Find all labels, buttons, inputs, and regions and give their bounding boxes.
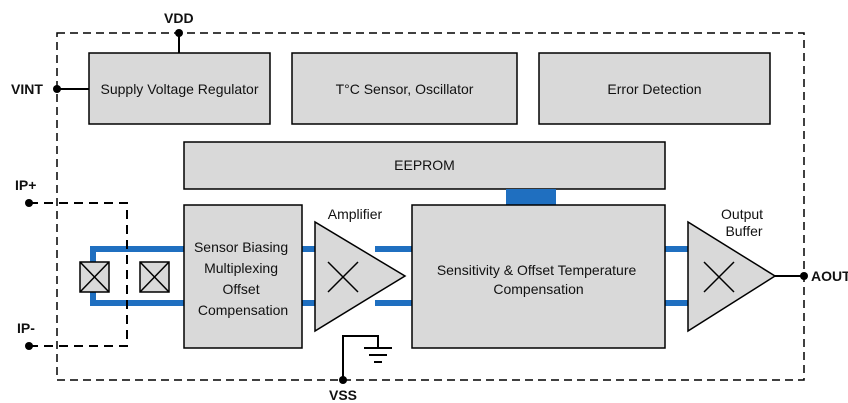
- sensitivity-block: [411, 204, 666, 349]
- aout-pin-dot: [800, 272, 808, 280]
- vdd-pin-dot: [175, 29, 183, 37]
- vss-pin-label: VSS: [329, 387, 357, 403]
- ip-minus-pin-dot: [25, 342, 33, 350]
- vss-wire: [342, 335, 379, 380]
- ip-plus-pin-dot: [25, 199, 33, 207]
- sensor-biasing-block: [183, 204, 303, 349]
- hall-sensor-left: [79, 261, 110, 293]
- amplifier-symbol: [314, 220, 407, 333]
- vss-pin-dot: [339, 376, 347, 384]
- signal-bus: [90, 246, 688, 306]
- ip-plus-pin-label: IP+: [15, 177, 36, 193]
- temp-sensor-block: [291, 52, 518, 125]
- supply-regulator-block: [88, 52, 271, 125]
- ip-primary-path: [29, 202, 128, 347]
- output-buffer-cross-b: [703, 261, 735, 293]
- sensitivity-label: Sensitivity & Offset Temperature Compens…: [437, 262, 640, 297]
- amplifier-label: Amplifier: [328, 206, 383, 222]
- output-buffer-label: Output Buffer: [721, 206, 767, 239]
- hall-sensor-right: [139, 261, 170, 293]
- vint-pin-label: VINT: [11, 81, 43, 97]
- error-detection-label: Error Detection: [607, 81, 701, 97]
- sensor-biasing-label: Sensor Biasing Multiplexing Offset Compe…: [194, 239, 292, 318]
- aout-pin-label: AOUT: [811, 268, 848, 284]
- supply-regulator-label: Supply Voltage Regulator: [101, 81, 259, 97]
- eeprom-block: [183, 141, 666, 190]
- error-detection-block: [538, 52, 771, 125]
- amplifier-cross-b: [327, 261, 359, 293]
- eeprom-bus-connector: [506, 189, 556, 205]
- output-buffer-symbol: [687, 220, 777, 333]
- eeprom-label: EEPROM: [394, 157, 455, 173]
- vint-pin-dot: [53, 85, 61, 93]
- vdd-pin-label: VDD: [164, 10, 194, 26]
- ip-minus-pin-label: IP-: [17, 320, 35, 336]
- temp-sensor-label: T°C Sensor, Oscillator: [336, 81, 474, 97]
